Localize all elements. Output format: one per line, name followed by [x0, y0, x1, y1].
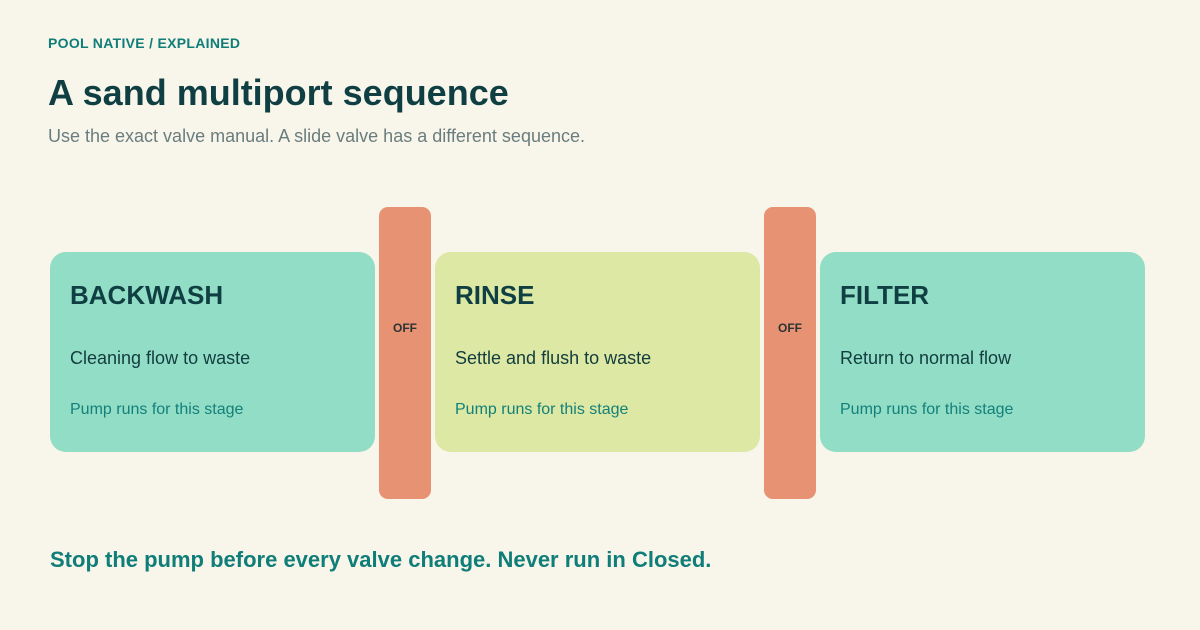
- transition-bar-off: OFF: [379, 207, 431, 499]
- transition-label: OFF: [393, 321, 417, 335]
- stage-note: Pump runs for this stage: [455, 401, 629, 418]
- footer-warning: Stop the pump before every valve change.…: [50, 547, 712, 572]
- stage-card-rinse: RINSE Settle and flush to waste Pump run…: [435, 252, 760, 452]
- stage-name: BACKWASH: [70, 280, 224, 310]
- stage-card-filter: FILTER Return to normal flow Pump runs f…: [820, 252, 1145, 452]
- page-title: A sand multiport sequence: [48, 72, 509, 113]
- page-subtitle: Use the exact valve manual. A slide valv…: [48, 126, 585, 146]
- stage-description: Return to normal flow: [840, 348, 1012, 368]
- stage-card-backwash: BACKWASH Cleaning flow to waste Pump run…: [50, 252, 375, 452]
- stage-note: Pump runs for this stage: [840, 401, 1014, 418]
- stage-description: Cleaning flow to waste: [70, 348, 251, 368]
- stage-description: Settle and flush to waste: [455, 348, 652, 368]
- stage-name: FILTER: [840, 280, 930, 310]
- eyebrow-label: POOL NATIVE / EXPLAINED: [48, 35, 241, 51]
- transition-bar-off: OFF: [764, 207, 816, 499]
- stage-note: Pump runs for this stage: [70, 401, 244, 418]
- stage-name: RINSE: [455, 280, 535, 310]
- transition-label: OFF: [778, 321, 802, 335]
